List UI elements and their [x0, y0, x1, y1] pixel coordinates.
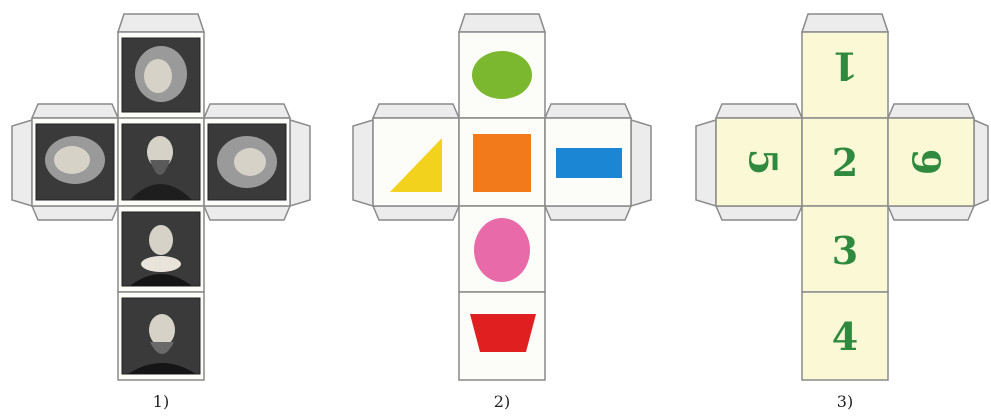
- glue-tab: [696, 120, 716, 206]
- face-number: 4: [832, 314, 858, 359]
- red-trapezoid: [470, 314, 536, 352]
- net-1-caption: 1): [141, 392, 181, 411]
- glue-tab: [32, 206, 118, 220]
- glue-tab: [373, 104, 459, 118]
- glue-tab: [888, 104, 974, 118]
- glue-tab: [802, 14, 888, 32]
- glue-tab: [545, 104, 631, 118]
- net-3: 1 5 2 6 3 4: [696, 14, 988, 380]
- blue-rectangle: [556, 148, 622, 178]
- glue-tab: [974, 120, 988, 206]
- glue-tab: [204, 206, 290, 220]
- portrait-photo: [122, 124, 200, 200]
- glue-tab: [118, 14, 204, 32]
- net-2-caption: 2): [482, 392, 522, 411]
- face-number: 3: [832, 228, 858, 273]
- face-number: 5: [741, 149, 786, 175]
- glue-tab: [204, 104, 290, 118]
- face-number: 6: [905, 149, 950, 175]
- glue-tab: [12, 120, 32, 206]
- portrait-photo: [208, 124, 286, 200]
- green-ellipse: [472, 51, 532, 99]
- portrait-photo: [36, 124, 114, 200]
- portrait-photo: [122, 38, 200, 112]
- face-left: [373, 118, 459, 206]
- net-1: [12, 14, 310, 380]
- portrait-photo: [122, 298, 200, 374]
- glue-tab: [373, 206, 459, 220]
- face-number: 2: [832, 140, 858, 185]
- glue-tab: [888, 206, 974, 220]
- glue-tab: [716, 104, 802, 118]
- glue-tab: [631, 120, 651, 206]
- glue-tab: [290, 120, 310, 206]
- net-2: [353, 14, 651, 380]
- glue-tab: [716, 206, 802, 220]
- orange-square: [473, 134, 531, 192]
- glue-tab: [545, 206, 631, 220]
- net-3-caption: 3): [825, 392, 865, 411]
- glue-tab: [459, 14, 545, 32]
- pink-ellipse: [474, 218, 530, 282]
- glue-tab: [353, 120, 373, 206]
- face-number: 1: [832, 44, 858, 89]
- glue-tab: [32, 104, 118, 118]
- portrait-photo: [122, 212, 200, 286]
